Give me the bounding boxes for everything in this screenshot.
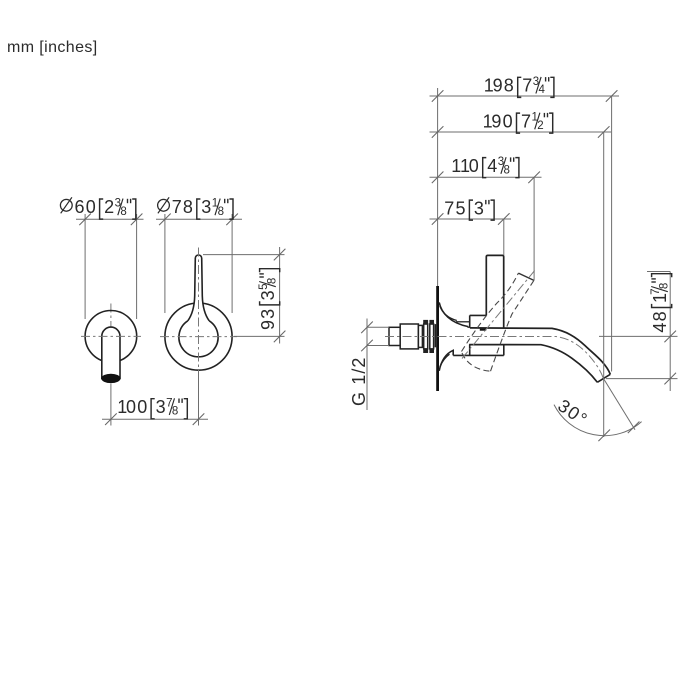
svg-text:1: 1 (212, 198, 218, 210)
svg-text:3: 3 (533, 76, 539, 88)
svg-text:0: 0 (86, 197, 96, 217)
svg-text:8: 8 (267, 278, 279, 284)
svg-text:1: 1 (484, 76, 494, 96)
svg-text:7: 7 (444, 198, 454, 218)
svg-text:8: 8 (650, 311, 670, 321)
svg-text:0: 0 (137, 397, 147, 417)
svg-text:0: 0 (503, 111, 513, 131)
svg-text:7: 7 (522, 76, 532, 96)
svg-text:5: 5 (456, 198, 466, 218)
svg-text:8: 8 (659, 283, 671, 289)
svg-text:3: 3 (156, 397, 166, 417)
svg-text:3: 3 (498, 156, 504, 168)
svg-text:0: 0 (469, 156, 479, 176)
svg-text:6: 6 (75, 197, 85, 217)
svg-text:9: 9 (258, 320, 278, 330)
svg-text:7: 7 (172, 197, 182, 217)
svg-text:4: 4 (539, 84, 546, 96)
svg-text:mm [inches]: mm [inches] (7, 39, 98, 56)
svg-text:7: 7 (650, 288, 662, 294)
svg-text:9: 9 (493, 76, 503, 96)
svg-text:1: 1 (451, 156, 461, 176)
svg-text:2: 2 (104, 197, 114, 217)
svg-text:4: 4 (650, 323, 670, 333)
svg-text:3: 3 (115, 198, 121, 210)
svg-text:8: 8 (504, 165, 510, 177)
svg-text:1: 1 (483, 111, 493, 131)
svg-text:8: 8 (504, 76, 514, 96)
svg-text:1: 1 (650, 293, 670, 303)
svg-text:3: 3 (258, 309, 278, 319)
svg-text:1: 1 (117, 397, 127, 417)
svg-text:3: 3 (201, 197, 211, 217)
svg-text:0: 0 (126, 397, 136, 417)
svg-text:8: 8 (172, 406, 178, 418)
svg-text:3: 3 (258, 290, 278, 300)
svg-text:G 1/2: G 1/2 (349, 356, 369, 406)
svg-text:5: 5 (258, 283, 270, 289)
svg-text:7: 7 (166, 397, 172, 409)
svg-text:8: 8 (120, 206, 126, 218)
svg-text:4: 4 (487, 156, 497, 176)
svg-text:9: 9 (491, 111, 501, 131)
svg-text:8: 8 (183, 197, 193, 217)
svg-text:1: 1 (460, 156, 470, 176)
svg-text:2: 2 (537, 120, 543, 132)
svg-text:7: 7 (521, 111, 531, 131)
svg-text:1: 1 (532, 112, 538, 124)
svg-text:3: 3 (474, 198, 484, 218)
svg-text:8: 8 (218, 206, 224, 218)
